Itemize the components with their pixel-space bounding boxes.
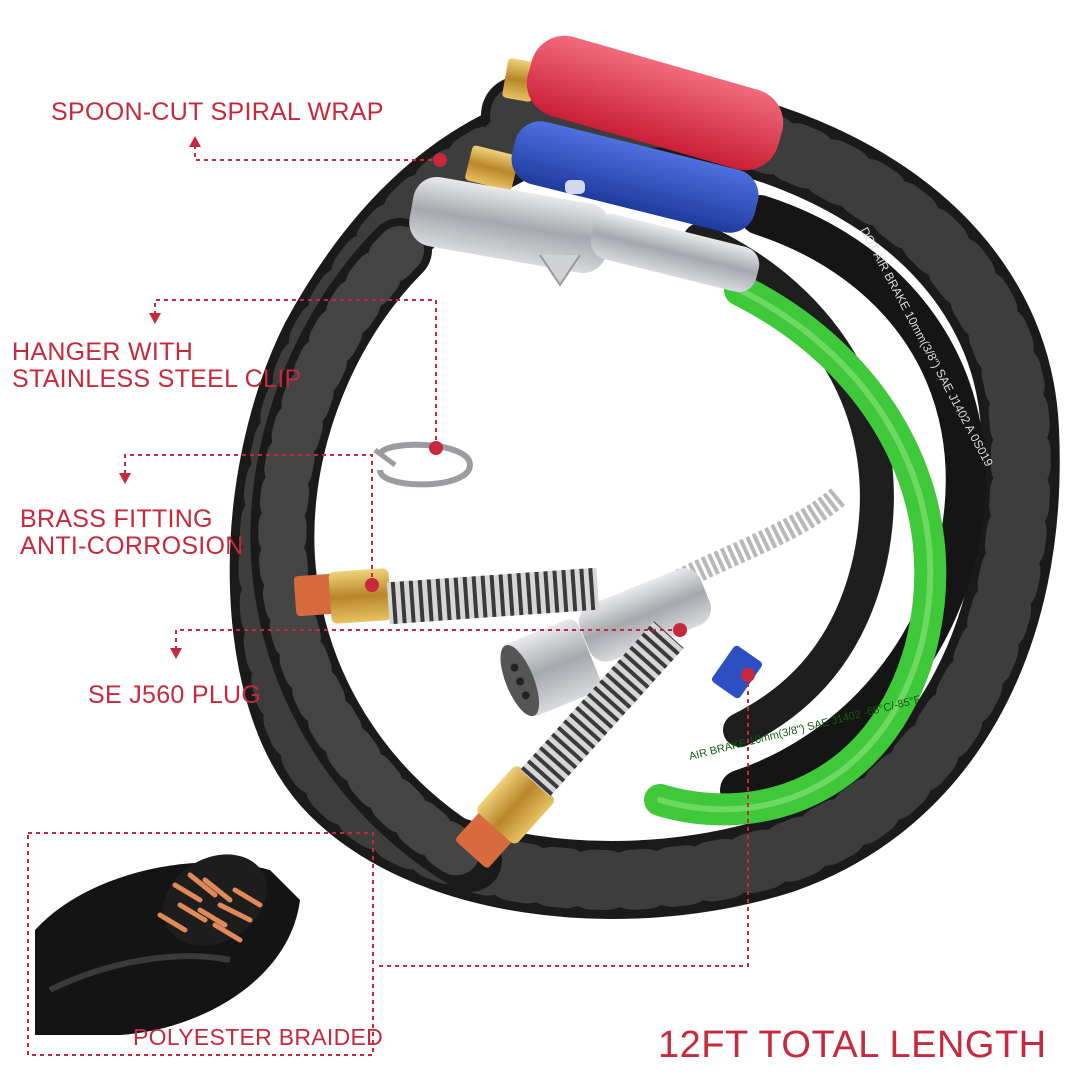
callout-lines (27, 145, 749, 1056)
spiral-wrap-coil (229, 73, 1060, 919)
label-hanger-line2: STAINLESS STEEL CLIP (12, 365, 302, 393)
stainless-steel-clip (373, 441, 474, 488)
callout-markers (119, 136, 755, 682)
label-hanger-line1: HANGER WITH (12, 338, 194, 366)
label-brass-line1: BRASS FITTING (20, 505, 213, 533)
red-coupler-handle (502, 35, 784, 171)
brass-fitting-left (293, 567, 600, 625)
label-plug: SE J560 PLUG (88, 681, 262, 709)
label-braided: POLYESTER BRAIDED (133, 1024, 384, 1050)
headline-total-length: 12FT TOTAL LENGTH (658, 1024, 1047, 1066)
braided-hose-inset (35, 854, 300, 1035)
se-j560-plug (500, 486, 848, 717)
black-air-hose (720, 195, 986, 810)
label-brass-line2: ANTI-CORROSION (20, 532, 244, 560)
brass-fitting-lower (456, 621, 762, 868)
blue-coupler-handle (465, 121, 759, 233)
top-chrome-plug (409, 176, 760, 293)
label-spiral-wrap: SPOON-CUT SPIRAL WRAP (51, 98, 384, 126)
